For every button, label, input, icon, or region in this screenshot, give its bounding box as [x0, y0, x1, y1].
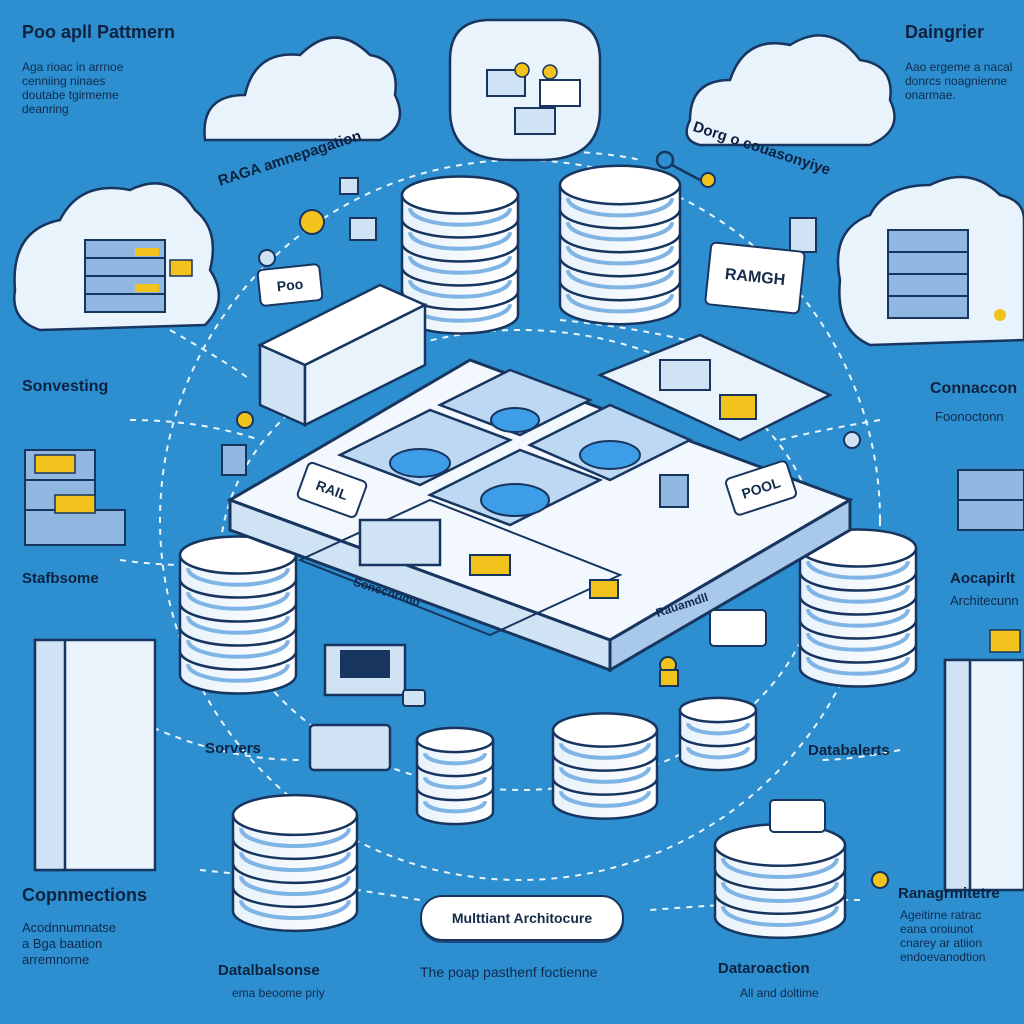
body-line: donrcs noagnienne: [905, 74, 1008, 88]
body-line: eana oroiunot: [900, 922, 974, 936]
bottom-right-mid-title: Dataroaction: [718, 960, 810, 977]
lock-icon: [659, 669, 679, 687]
gear-icon: [258, 249, 861, 449]
database-stack-group: [178, 164, 918, 940]
center-architecture-pill: Multtiant Architocure: [420, 895, 624, 941]
body-line: arremnorne: [22, 952, 90, 967]
bottom-left-mid-body: ema beoome priy: [232, 986, 325, 1000]
top-right-body: Aao ergeme a nacal donrcs noagnienne ona…: [905, 60, 1012, 102]
tag-poo: Poo: [256, 262, 324, 308]
bottom-right-mid-body: All and doltime: [740, 986, 819, 1000]
body-line: Aao ergeme a nacal: [905, 60, 1013, 74]
body-line: a Bga baation: [22, 936, 103, 951]
database-stack-icon: [798, 528, 918, 688]
top-left-title: Poo apll Pattmern: [22, 22, 176, 42]
database-stack-icon: [400, 175, 520, 335]
server-rack-icon: [887, 229, 1006, 321]
bottom-left-title: Copnmections: [22, 885, 148, 905]
left-label-1: Sonvesting: [22, 378, 109, 395]
server-rack-icon: [24, 449, 126, 546]
database-stack-icon: [678, 696, 758, 772]
right-label-2-title: Aocapirlt: [950, 570, 1016, 587]
bottom-left-mid-title: Datalbalsonse: [218, 962, 320, 979]
cloud-icon: [203, 36, 402, 142]
body-line: Aga rioac in arrnoe: [22, 60, 124, 74]
bottom-right-title: Ranagrmitetre: [898, 885, 1000, 902]
central-platform: [226, 333, 854, 673]
server-rack-icon: [33, 638, 157, 872]
body-line: onarmae.: [905, 88, 956, 102]
body-line: cnarey ar atiion: [900, 936, 983, 950]
database-stack-icon: [713, 822, 847, 940]
top-left-body: Aga rioac in arrnoe cenniing ninaes dout…: [22, 60, 123, 116]
body-line: Ageitirne ratrac: [900, 908, 982, 922]
database-stack-icon: [415, 726, 495, 826]
database-stack-icon: [178, 535, 298, 695]
cloud-icon: [836, 175, 1024, 347]
right-label-1-title: Connaccon: [930, 380, 1018, 397]
left-label-3: Sorvers: [205, 740, 261, 757]
bottom-center-caption: The poap pasthenf foctienne: [420, 964, 598, 980]
tag-ramgh: RAMGH: [703, 241, 807, 315]
server-rack-icon: [943, 629, 1024, 892]
body-line: deanring: [22, 102, 69, 116]
cloud-icon: [13, 182, 221, 332]
database-stack-icon: [558, 164, 682, 326]
bottom-left-body: Acodnnumnatse a Bga baation arremnorne: [22, 920, 116, 968]
database-stack-icon: [231, 793, 359, 933]
top-right-title: Daingrier: [905, 22, 985, 42]
server-rack-icon: [257, 283, 428, 428]
top-center-panel: [448, 18, 602, 162]
plug-icon: [308, 609, 826, 833]
body-line: doutabe tgirmeme: [22, 88, 119, 102]
body-line: endoevanodtion: [900, 950, 986, 964]
body-line: Acodnnumnatse: [22, 920, 116, 935]
key-icon: [655, 150, 701, 182]
body-line: cenniing ninaes: [22, 74, 106, 88]
right-label-1-body: Foonoctonn: [935, 409, 1004, 424]
right-label-3: Databalerts: [808, 742, 890, 759]
cloud-icon: [685, 34, 896, 147]
database-stack-icon: [551, 712, 659, 820]
left-label-2: Stafbsome: [22, 570, 99, 587]
server-rack-icon: [957, 469, 1024, 531]
right-label-2-body: Architecunn: [950, 593, 1019, 608]
coin-icon: [236, 172, 889, 889]
bottom-right-body: Ageitirne ratrac eana oroiunot cnarey ar…: [900, 908, 985, 964]
server-rack-icon: [84, 239, 193, 313]
